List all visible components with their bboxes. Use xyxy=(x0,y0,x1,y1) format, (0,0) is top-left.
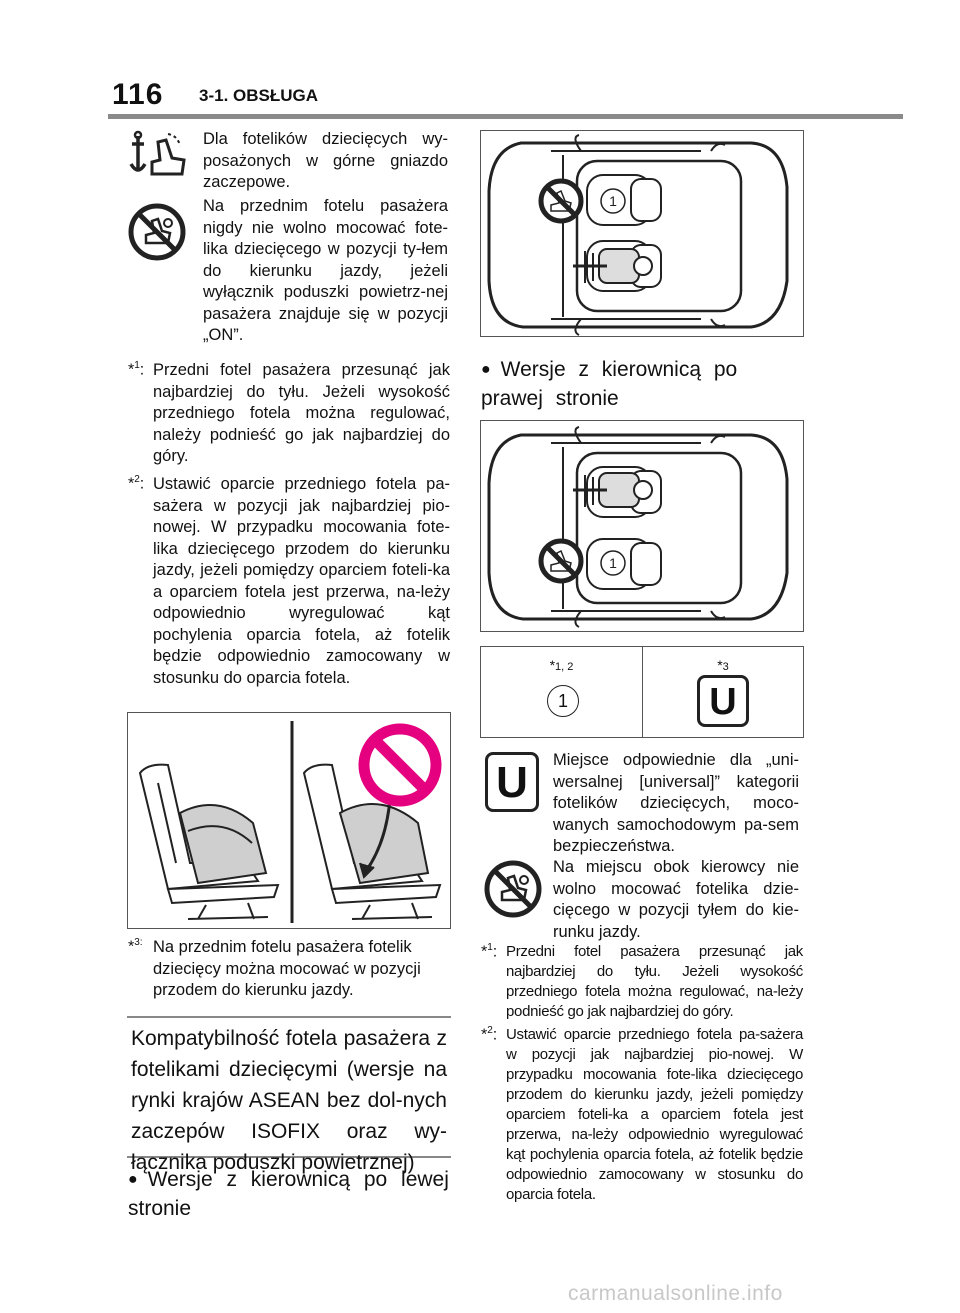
prohibition-icon-lhd xyxy=(538,178,584,224)
seat-number-symbol: 1 xyxy=(547,685,579,717)
child-seat-top-tether-icon xyxy=(128,130,188,180)
icon-row-text-top-tether: Dla fotelików dziecięcych wy-posażonych … xyxy=(203,130,448,191)
page-number: 116 xyxy=(112,78,164,111)
legend-cell-2-mark: *3 xyxy=(717,657,729,673)
icon-row-text-universal: Miejsce odpowiednie dla „uni-wersalnej [… xyxy=(553,751,799,855)
universal-symbol: U xyxy=(697,675,749,727)
section-title: 3-1. OBSŁUGA xyxy=(199,86,319,105)
seat-number-label: 1 xyxy=(609,193,617,209)
universal-category-icon: U xyxy=(485,752,539,812)
car-diagram-lhd: 1 xyxy=(480,130,804,337)
no-rear-facing-seat-icon xyxy=(484,860,542,918)
legend-table: *1, 2 1 *3 U xyxy=(480,646,804,738)
no-rear-facing-seat-icon xyxy=(128,203,186,261)
legend-cell-1-mark: *1, 2 xyxy=(549,657,574,673)
icon-row-text-no-rear-facing-rhd: Na miejscu obok kierowcy nie wolno mocow… xyxy=(553,858,799,941)
bullet-heading-rhd: ●Wersje z kierownicą po prawej stronie xyxy=(481,358,738,410)
car-diagram-rhd: 1 xyxy=(480,420,804,632)
bullet-heading-lhd: ●Wersje z kierownicą po lewej stronie xyxy=(128,1168,449,1220)
header-rule xyxy=(108,114,903,119)
watermark: carmanualsonline.info xyxy=(568,1282,783,1305)
compatibility-heading: Kompatybilność fotela pasażera z fotelik… xyxy=(127,1016,451,1174)
seat-number-label: 1 xyxy=(609,555,617,571)
prohibition-icon-rhd xyxy=(538,538,584,584)
seat-adjustment-figure xyxy=(127,712,451,929)
prohibition-icon xyxy=(358,723,442,807)
icon-row-text-no-rear-facing: Na przednim fotelu pasażera nigdy nie wo… xyxy=(203,197,448,344)
